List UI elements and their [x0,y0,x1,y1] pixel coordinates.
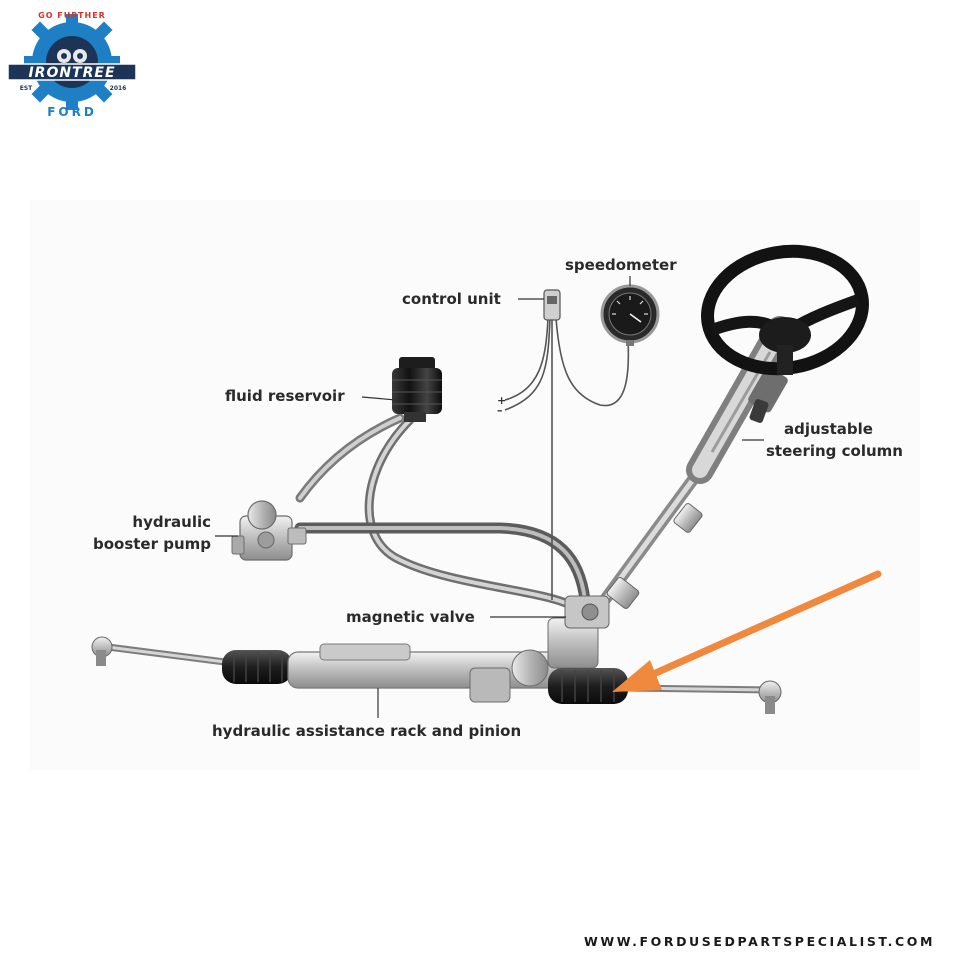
logo-brand-text: IRONTREE [28,65,115,81]
rack-and-pinion-part [91,595,782,714]
logo-gear-icon [24,14,120,110]
label-magnetic-valve: magnetic valve [346,608,475,626]
steering-column-part [584,316,794,626]
label-fluid-reservoir: fluid reservoir [225,387,345,405]
label-speedometer: speedometer [565,256,677,274]
label-hydraulic-booster-pump-line1: hydraulic [132,513,211,531]
label-control-unit: control unit [402,290,501,308]
wire-minus-sign: – [497,404,503,417]
irontree-ford-logo: GO FURTHER IRONTREE EST 2016 FORD [7,11,137,119]
speedometer-gauge [600,284,660,346]
control-unit [543,289,561,321]
steering-wheel-part [701,244,869,376]
label-hydraulic-booster-pump-line2: booster pump [92,535,211,553]
control-wiring [504,317,630,600]
label-hydraulic-booster-pump: hydraulic booster pump [76,511,211,555]
label-rack-and-pinion: hydraulic assistance rack and pinion [212,722,522,740]
fluid-reservoir-part [392,357,442,422]
logo-est-right: 2016 [110,85,127,92]
website-url: WWW.FORDUSEDPARTSPECIALIST.COM [584,934,936,949]
logo-top-text: GO FURTHER [38,11,106,20]
hydraulic-hoses [294,413,591,610]
leader-lines [215,276,764,718]
label-adjustable-steering-column-line2: steering column [766,442,903,460]
highlight-arrow [612,570,882,692]
wire-plus-sign: + [497,394,506,407]
logo-bottom-text: FORD [47,105,97,119]
label-adjustable-steering-column: adjustable steering column [766,418,903,462]
logo-est-left: EST [20,85,33,92]
hydraulic-booster-pump-part [231,500,307,561]
label-adjustable-steering-column-line1: adjustable [784,420,873,438]
